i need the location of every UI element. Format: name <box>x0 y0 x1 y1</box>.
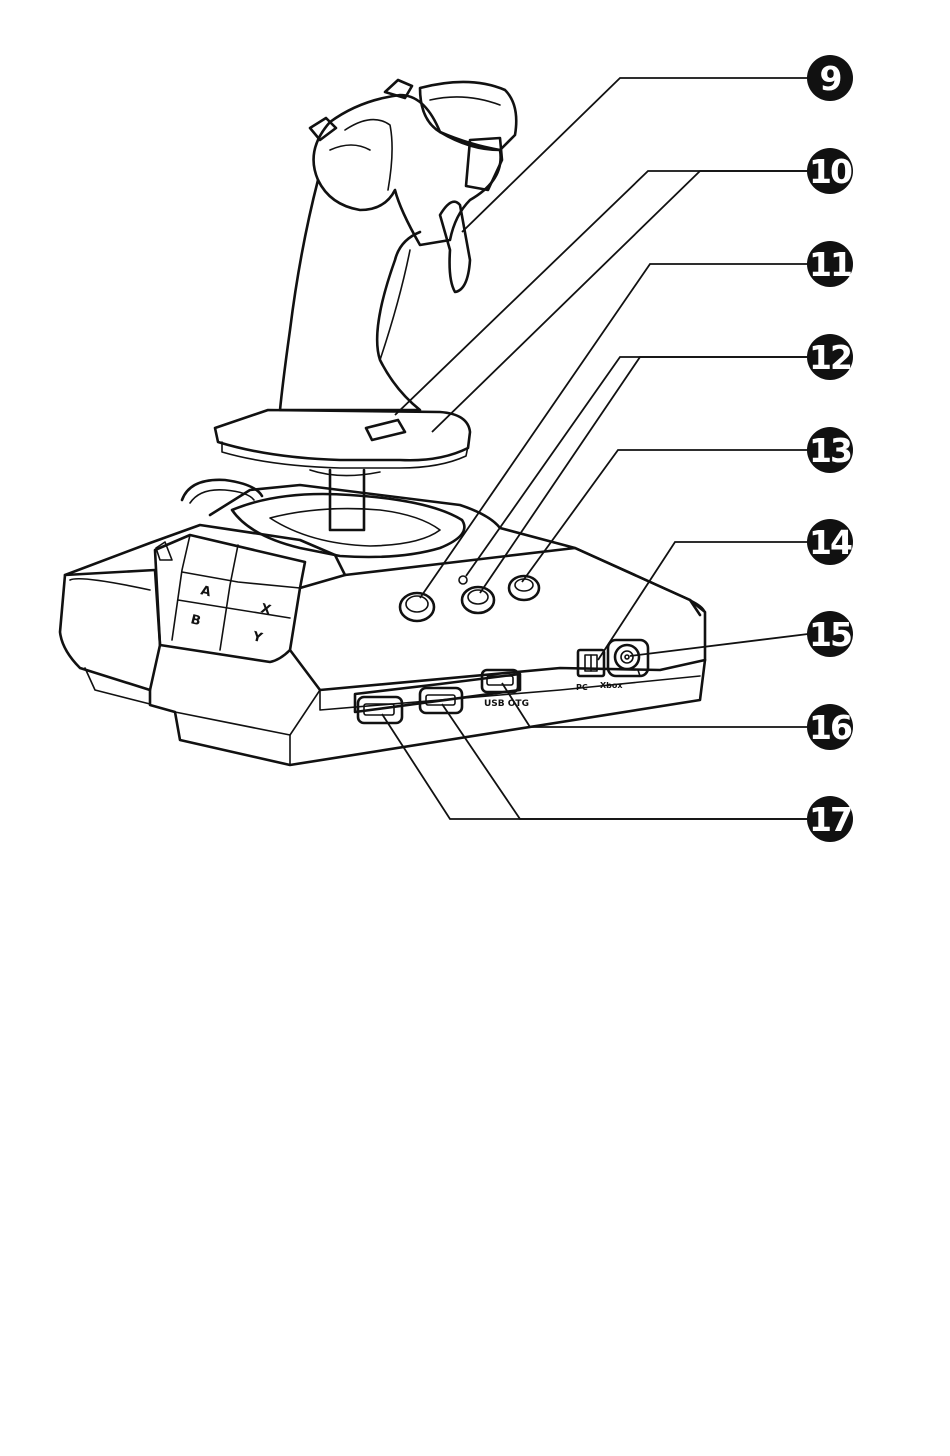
callout-14: 14 <box>807 519 853 565</box>
svg-text:14: 14 <box>809 523 852 562</box>
svg-text:15: 15 <box>809 615 851 654</box>
label-button-y: Y <box>250 629 264 646</box>
label-button-b: B <box>189 612 202 629</box>
button-12 <box>462 587 494 613</box>
svg-text:12: 12 <box>809 338 851 377</box>
label-button-a: A <box>199 583 212 600</box>
svg-text:17: 17 <box>809 800 851 839</box>
callout-15: 15 <box>807 611 853 657</box>
callout-16: 16 <box>807 704 853 750</box>
usb-otg-label: USB OTG <box>484 699 529 709</box>
abxy-labels: A B X Y <box>189 583 272 646</box>
joystick-stick <box>215 80 516 530</box>
callout-11: 11 <box>807 241 853 287</box>
callout-9: 9 <box>807 55 853 101</box>
svg-text:13: 13 <box>809 431 851 470</box>
callout-12: 12 <box>807 334 853 380</box>
button-11 <box>400 593 434 621</box>
svg-text:10: 10 <box>809 152 852 191</box>
leader-lines <box>382 78 808 819</box>
label-button-x: X <box>259 601 272 618</box>
callout-badges: 9 10 11 12 13 14 15 16 <box>807 55 853 842</box>
led-indicator <box>459 576 467 584</box>
port-17a <box>358 697 402 723</box>
svg-text:9: 9 <box>820 59 841 98</box>
callout-10: 10 <box>807 148 853 194</box>
callout-13: 13 <box>807 427 853 473</box>
svg-text:11: 11 <box>809 245 851 284</box>
switch-pc-label: PC <box>576 683 588 692</box>
callout-17: 17 <box>807 796 853 842</box>
svg-text:16: 16 <box>809 708 852 747</box>
switch-xbox-label: Xbox <box>600 681 623 690</box>
base-buttons <box>400 576 539 621</box>
